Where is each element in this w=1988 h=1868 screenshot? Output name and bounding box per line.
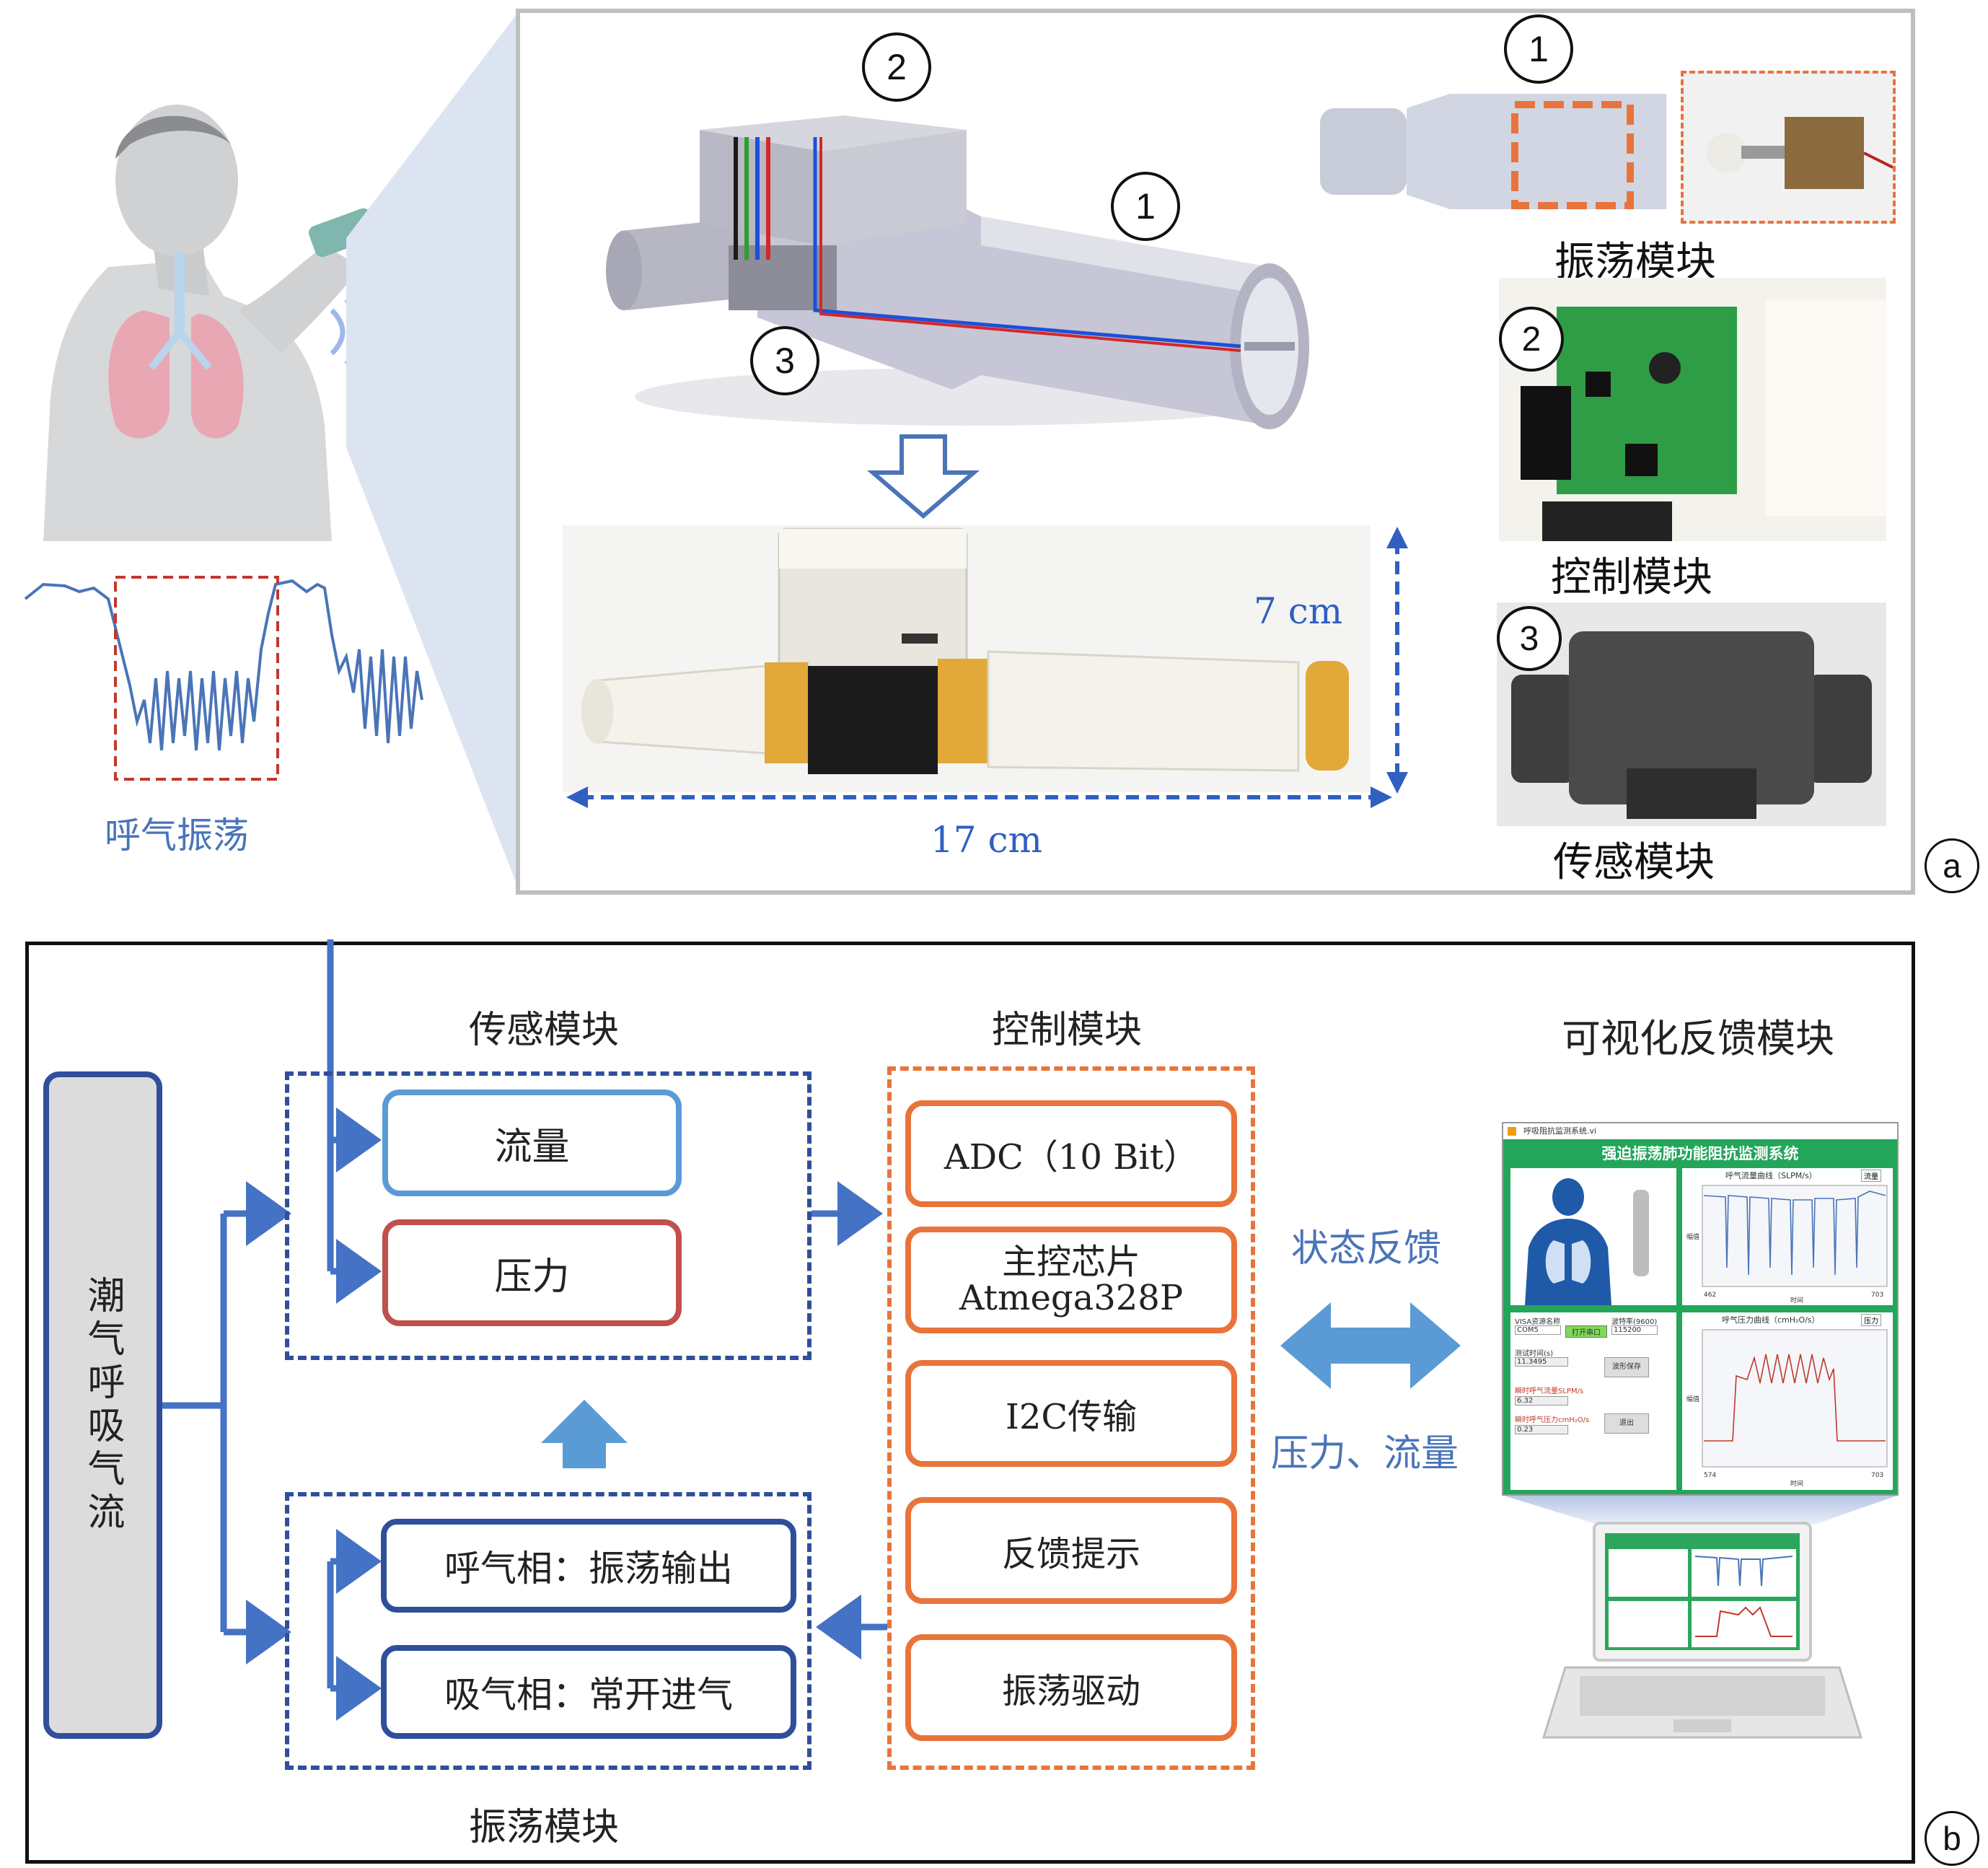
inhale-phase-box: 吸气相：常开进气: [381, 1645, 796, 1739]
panel-b-label: b: [1925, 1811, 1979, 1866]
app-pressure-chart-title: 呼气压力曲线（cmH₂O/s）: [1722, 1315, 1820, 1325]
app-pressure-read-value: 0.23: [1515, 1425, 1568, 1434]
down-arrow-icon: [866, 434, 980, 519]
app-flow-x-end: 703: [1871, 1292, 1883, 1299]
exhale-phase-label: 呼气相：振荡输出: [444, 1548, 733, 1589]
flow-sensor-box: 流量: [382, 1089, 682, 1196]
visual-module-title: 可视化反馈模块: [1562, 1016, 1834, 1061]
osc-module-solenoid-photo: [1681, 71, 1896, 224]
control-group-title: 控制模块: [992, 1009, 1143, 1052]
mcu-box: 主控芯片 Atmega328P: [905, 1227, 1237, 1333]
callout-3-photo: 3: [1497, 606, 1562, 671]
app-pressure-toggle[interactable]: 压力: [1861, 1314, 1881, 1326]
osc-group-title: 振荡模块: [469, 1806, 620, 1849]
app-flow-read-label: 瞬时呼气流量SLPM/s: [1515, 1387, 1584, 1395]
adc-box: ADC（10 Bit）: [905, 1100, 1237, 1207]
callout-2-cad: 2: [862, 32, 931, 102]
app-time-value: 11.3495: [1515, 1357, 1568, 1367]
osc-module-photo: [1320, 79, 1681, 224]
breath-oscillation-label: 呼气振荡: [105, 815, 249, 856]
feedback-prompt-box: 反馈提示: [905, 1497, 1237, 1604]
feedback-prompt-label: 反馈提示: [1001, 1534, 1140, 1574]
sensor-group-frame: [285, 1071, 812, 1360]
tidal-breath-flow-label: 潮气呼吸气流: [81, 1275, 124, 1535]
patient-illustration: [22, 94, 483, 541]
app-header-title: 强迫振荡肺功能阻抗监测系统: [1601, 1145, 1799, 1162]
osc-drive-box: 振荡驱动: [905, 1634, 1237, 1741]
app-flow-toggle[interactable]: 流量: [1861, 1170, 1881, 1182]
app-flow-chart-title: 呼气流量曲线（SLPM/s）: [1725, 1171, 1817, 1180]
app-flow-y-label: 幅值: [1686, 1232, 1699, 1241]
callout-1-cad: 1: [1111, 172, 1180, 241]
pressure-sensor-box: 压力: [382, 1219, 682, 1326]
app-pressure-y-label: 幅值: [1686, 1395, 1699, 1403]
app-pressure-x-label: 时间: [1790, 1479, 1803, 1488]
app-baud-label: 波特率(9600): [1611, 1318, 1658, 1326]
app-window-title: 呼吸阻抗监测系统.vi: [1523, 1126, 1597, 1136]
app-flow-x-start: 462: [1704, 1292, 1716, 1299]
control-module-photo: [1499, 278, 1886, 541]
control-group-frame: [887, 1066, 1255, 1770]
app-titlebar: 呼吸阻抗监测系统.vi: [1503, 1123, 1897, 1139]
callout-3-cad: 3: [750, 326, 819, 395]
app-visa-label: VISA资源名称: [1515, 1318, 1561, 1326]
app-pressure-x-end: 703: [1871, 1472, 1883, 1479]
inhale-phase-label: 吸气相：常开进气: [444, 1674, 733, 1716]
app-visa-select[interactable]: COM5: [1515, 1325, 1561, 1335]
app-illustration: [1510, 1168, 1676, 1305]
laptop-illustration: [1504, 1496, 1897, 1739]
app-open-port-button[interactable]: 打开串口: [1565, 1325, 1607, 1338]
pressure-sensor-label: 压力: [494, 1255, 570, 1299]
cad-device-model: [591, 108, 1327, 440]
zoom-cone: [346, 11, 519, 891]
app-save-button[interactable]: 波形保存: [1604, 1357, 1649, 1377]
flow-sensor-label: 流量: [494, 1125, 570, 1169]
panel-a-label: a: [1925, 838, 1979, 893]
zoom-panel-frame: [516, 9, 1915, 895]
app-icon: [1508, 1127, 1516, 1136]
app-baud-field[interactable]: 115200: [1611, 1325, 1658, 1335]
pressure-flow-label: 压力、流量: [1271, 1432, 1459, 1475]
i2c-box: I2C传输: [905, 1360, 1237, 1467]
app-flow-read-value: 6.32: [1515, 1396, 1568, 1406]
app-time-label: 测试时间(s): [1515, 1350, 1554, 1358]
callout-1-photo: 1: [1504, 14, 1573, 84]
app-exit-button[interactable]: 退出: [1604, 1413, 1649, 1434]
length-dimension-label: 17 cm: [931, 819, 1042, 861]
sensor-module-caption: 传感模块: [1553, 839, 1715, 886]
monitor-app-window: 呼吸阻抗监测系统.vi 强迫振荡肺功能阻抗监测系统 呼气流量曲线（SLPM/s）…: [1502, 1122, 1899, 1496]
app-flow-chart: 呼气流量曲线（SLPM/s） 流量 462 703 时间 幅值: [1682, 1168, 1893, 1305]
osc-group-frame: [285, 1492, 812, 1770]
sensor-group-title: 传感模块: [469, 1009, 620, 1052]
adc-label: ADC（10 Bit）: [944, 1137, 1199, 1178]
i2c-label: I2C传输: [1005, 1397, 1138, 1437]
sensor-module-photo: [1497, 602, 1886, 826]
height-dimension-label: 7 cm: [1254, 590, 1343, 632]
app-controls-panel: VISA资源名称 COM5 打开串口 波特率(9600) 115200 测试时间…: [1510, 1312, 1676, 1490]
device-photo: [563, 525, 1371, 792]
mcu-label: 主控芯片: [1001, 1241, 1140, 1282]
app-flow-x-label: 时间: [1790, 1296, 1803, 1304]
app-pressure-x-start: 574: [1704, 1472, 1716, 1479]
app-pressure-read-label: 瞬时呼气压力cmH₂O/s: [1515, 1416, 1590, 1424]
tidal-breath-flow-box: 潮气呼吸气流: [43, 1071, 162, 1739]
osc-drive-label: 振荡驱动: [1001, 1671, 1140, 1711]
mcu-model-label: Atmega328P: [959, 1278, 1184, 1318]
panel-b-frame: [25, 942, 1915, 1864]
exhale-phase-box: 呼气相：振荡输出: [381, 1519, 796, 1613]
flow-connectors: [159, 939, 1461, 1721]
callout-2-photo: 2: [1499, 307, 1564, 372]
dimension-arrows: [566, 527, 1408, 808]
control-module-caption: 控制模块: [1551, 554, 1712, 601]
app-pressure-chart: 呼气压力曲线（cmH₂O/s） 压力 574 703 时间 幅值: [1682, 1312, 1893, 1490]
status-feedback-label: 状态反馈: [1291, 1227, 1442, 1271]
breath-waveform: [22, 570, 426, 786]
